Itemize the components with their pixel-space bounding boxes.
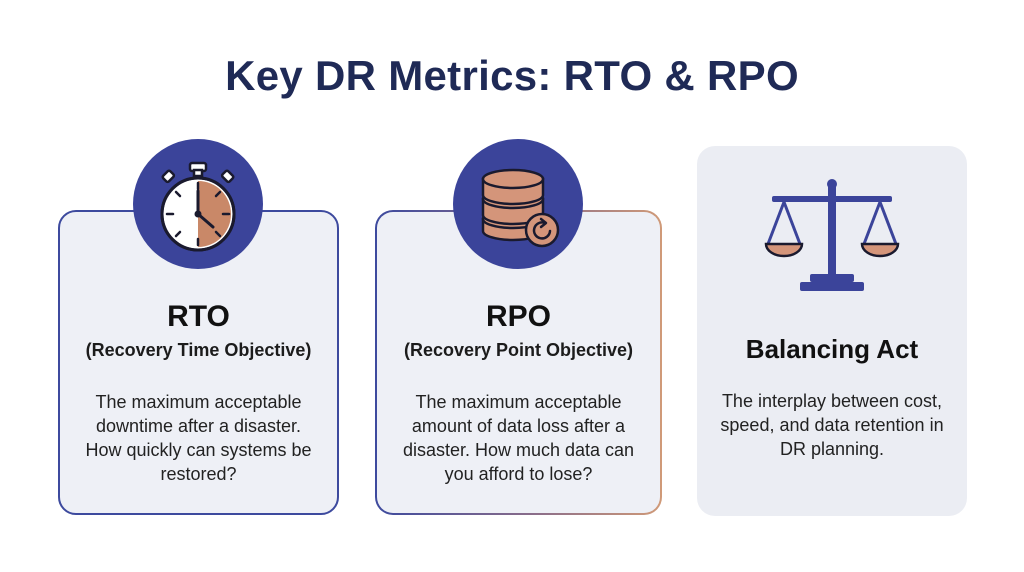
rpo-card: RPO (Recovery Point Objective) The maxim… xyxy=(375,210,662,515)
rto-icon-badge xyxy=(133,139,263,269)
balancing-act-description: The interplay between cost, speed, and d… xyxy=(720,391,944,459)
rto-heading: RTO xyxy=(167,300,230,333)
rto-description: The maximum acceptable downtime after a … xyxy=(85,392,312,484)
database-restore-icon xyxy=(481,168,560,248)
scales-icon xyxy=(764,179,900,291)
rto-subheading: (Recovery Time Objective) xyxy=(85,340,312,360)
rpo-subheading: (Recovery Point Objective) xyxy=(403,340,634,360)
rpo-description: The maximum acceptable amount of data lo… xyxy=(402,392,635,484)
stopwatch-icon xyxy=(160,161,236,252)
page-title: Key DR Metrics: RTO & RPO xyxy=(225,52,799,99)
balancing-act-heading: Balancing Act xyxy=(745,334,919,364)
rpo-heading: RPO xyxy=(485,300,551,333)
rpo-icon-badge xyxy=(453,139,583,269)
